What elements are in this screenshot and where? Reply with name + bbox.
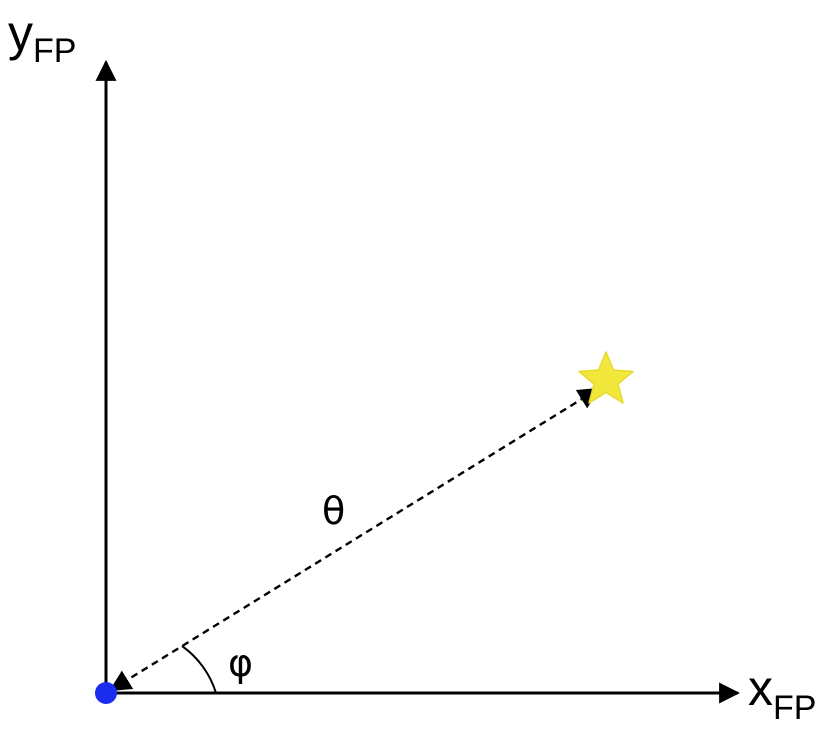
phi-angle-arc	[181, 645, 217, 694]
phi-label: φ	[228, 641, 253, 685]
x-axis-subscript: FP	[773, 689, 816, 727]
x-axis-label: xFP	[748, 660, 816, 727]
y-axis-subscript: FP	[33, 32, 76, 70]
origin-dot	[95, 682, 117, 704]
theta-label: θ	[322, 489, 345, 533]
star-icon	[578, 351, 634, 404]
y-axis-label: yFP	[8, 5, 76, 70]
theta-vector	[109, 387, 600, 692]
x-axis-letter: x	[748, 660, 773, 716]
y-axis-letter: y	[8, 5, 33, 61]
